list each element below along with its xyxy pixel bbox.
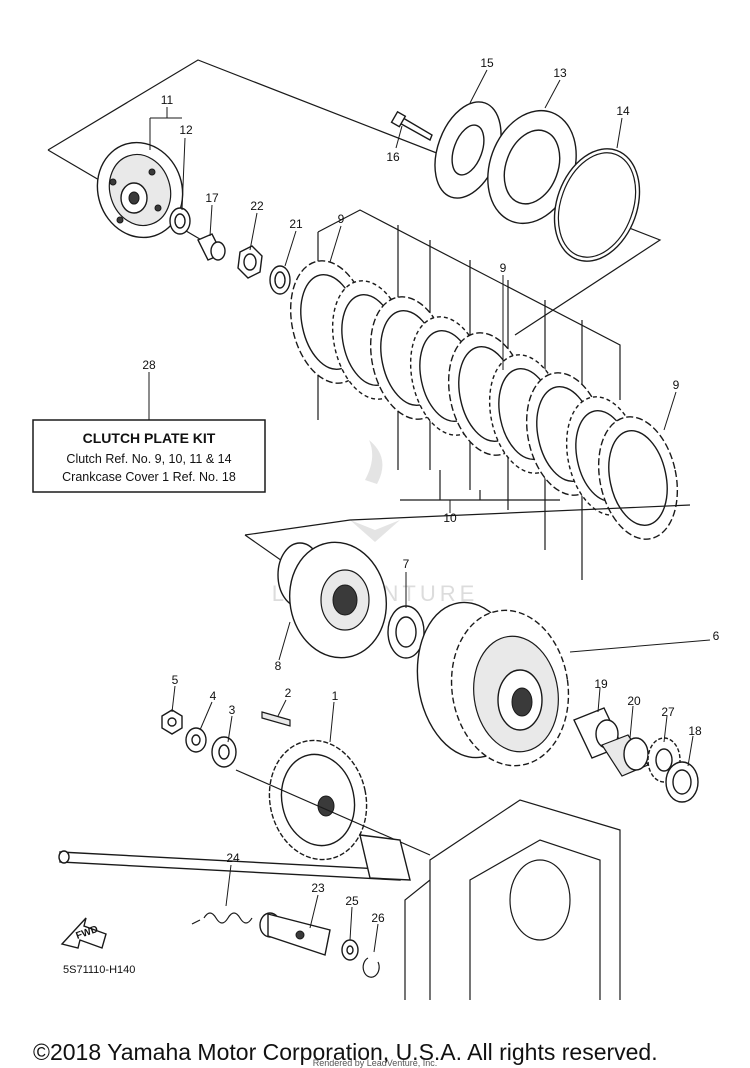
callout-9-top: 9	[338, 212, 345, 226]
push-lever-shaft	[58, 834, 411, 881]
part-17-bolt	[390, 110, 433, 141]
callout-22: 21	[289, 217, 303, 231]
callout-23: 22	[250, 199, 264, 213]
crankcase-outline	[404, 799, 621, 1000]
callout-3: 3	[229, 703, 236, 717]
callout-9-right: 9	[673, 378, 680, 392]
part-8-clutch-boss	[277, 541, 388, 659]
part-23-nut	[237, 245, 263, 279]
part-15-wire-ring	[553, 148, 641, 262]
part-22-washer	[269, 265, 291, 295]
callout-8: 8	[275, 659, 282, 673]
callout-4: 4	[210, 689, 217, 703]
callout-15: 14	[616, 104, 630, 118]
callout-13: 12	[179, 123, 193, 137]
clutch-plate-kit-box: CLUTCH PLATE KIT Clutch Ref. No. 9, 10, …	[32, 419, 266, 493]
callout-27: 26	[371, 911, 385, 925]
part-5-nut	[161, 709, 183, 735]
callout-29: 28	[142, 358, 156, 372]
kit-line-1: Clutch Ref. No. 9, 10, 11 & 14	[66, 452, 231, 466]
part-27-circlip	[362, 957, 380, 978]
part-24-push-lever	[259, 912, 331, 956]
callout-1: 1	[332, 689, 339, 703]
callout-25: 24	[226, 851, 240, 865]
callout-26: 25	[345, 894, 359, 908]
copyright-notice: ©2018 Yamaha Motor Corporation, U.S.A. A…	[33, 1039, 658, 1065]
part-3-collar	[211, 736, 237, 768]
part-26-washer	[341, 939, 359, 961]
callout-28: 27	[661, 705, 675, 719]
callout-11: 10	[443, 511, 457, 525]
callout-17: 16	[386, 150, 400, 164]
callout-24: 23	[311, 881, 325, 895]
leader-lines	[148, 69, 711, 953]
part-16-plate	[434, 101, 502, 199]
drawing-code: 5S71110-H140	[63, 964, 135, 976]
callout-7: 7	[403, 557, 410, 571]
callout-19: 18	[688, 724, 702, 738]
part-21-needle-bearing	[601, 734, 649, 777]
callout-10: 9	[500, 261, 507, 275]
part-2-key	[261, 711, 291, 727]
callout-14: 13	[553, 66, 567, 80]
part-1-primary-gear	[268, 739, 368, 861]
callout-6: 6	[713, 629, 720, 643]
callout-12: 11	[161, 93, 174, 107]
kit-title: CLUTCH PLATE KIT	[83, 430, 216, 446]
part-25-spring	[191, 912, 253, 925]
part-4-lock-washer	[185, 727, 207, 753]
callout-2: 2	[285, 686, 292, 700]
part-6-clutch-housing	[416, 601, 570, 767]
part-7-thrust-washer	[387, 605, 425, 659]
kit-line-2: Crankcase Cover 1 Ref. No. 18	[62, 470, 236, 484]
part-18-push-rod	[197, 233, 226, 261]
callout-20: 19	[594, 677, 608, 691]
callout-21: 20	[627, 694, 641, 708]
fwd-arrow: FWD	[60, 917, 107, 949]
callout-5: 5	[172, 673, 179, 687]
callout-16: 15	[480, 56, 494, 70]
callout-numbers: 11 12 17 22 21 9 9 9 10 15 13 14 16 28 7…	[142, 56, 719, 925]
callout-18: 17	[205, 191, 219, 205]
rendered-by-note: Rendered by LeadVenture, Inc.	[313, 1058, 438, 1068]
friction-plates	[289, 260, 679, 540]
part-19-spacer	[665, 761, 699, 803]
part-13-bearing	[169, 207, 191, 235]
part-12-pressure-plate	[96, 141, 184, 239]
